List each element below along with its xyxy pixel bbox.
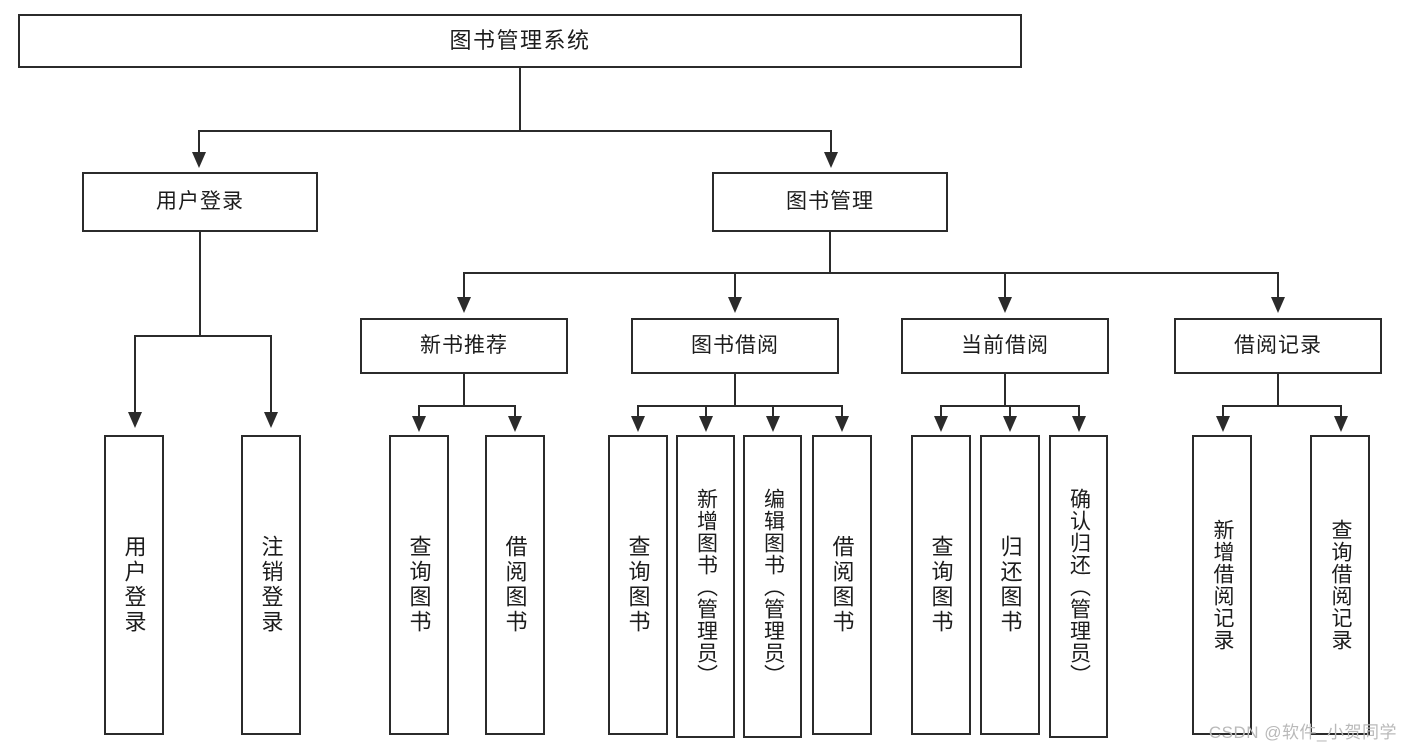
connector-current-borrow-leaf-1 (940, 405, 942, 419)
connector-book-borrow-split-bar (637, 405, 842, 407)
connector-book-borrow-leaf-2 (705, 405, 707, 419)
node-label: 用户登录 (121, 535, 147, 635)
connector-book-management-split-bar (463, 272, 1279, 274)
arrowhead-root-to-book-management (824, 152, 838, 168)
connector-borrow-record-stem (1277, 374, 1279, 406)
connector-new-book-leaf-1 (418, 405, 420, 419)
node-borrow-record[interactable]: 借阅记录 (1174, 318, 1382, 374)
node-label: 用户登录 (156, 189, 244, 213)
arrowhead-new-book-leaf-1 (412, 416, 426, 432)
connector-user-login-to-leaf-2 (270, 335, 272, 415)
connector-book-borrow-leaf-1 (637, 405, 639, 419)
leaf-current-borrow-return-book[interactable]: 归还图书 (980, 435, 1040, 735)
node-label: 新书推荐 (420, 333, 508, 357)
leaf-book-borrow-add-book-admin[interactable]: 新增图书（管理员） (676, 435, 735, 738)
connector-book-management-stem (829, 232, 831, 273)
node-label: 查询借阅记录 (1329, 519, 1353, 651)
connector-book-borrow-leaf-4 (841, 405, 843, 419)
node-label: 借阅图书 (829, 535, 855, 635)
node-label: 借阅图书 (502, 535, 528, 635)
node-user-login[interactable]: 用户登录 (82, 172, 318, 232)
arrowhead-bm-new-book (457, 297, 471, 313)
connector-bm-to-new-book (463, 272, 465, 300)
leaf-book-borrow-edit-book-admin[interactable]: 编辑图书（管理员） (743, 435, 802, 738)
connector-bm-to-current-borrow (1004, 272, 1006, 300)
arrowhead-current-borrow-leaf-2 (1003, 416, 1017, 432)
node-current-borrow[interactable]: 当前借阅 (901, 318, 1109, 374)
node-new-book-recommend[interactable]: 新书推荐 (360, 318, 568, 374)
node-label: 借阅记录 (1234, 333, 1322, 357)
arrowhead-borrow-record-leaf-1 (1216, 416, 1230, 432)
arrowhead-root-to-user-login (192, 152, 206, 168)
connector-root-to-book-management (830, 130, 832, 156)
leaf-current-borrow-query-book[interactable]: 查询图书 (911, 435, 971, 735)
node-label: 新增图书（管理员） (694, 487, 718, 686)
arrowhead-user-login-leaf-2 (264, 412, 278, 428)
connector-new-book-leaf-2 (514, 405, 516, 419)
node-label: 当前借阅 (961, 333, 1049, 357)
connector-current-borrow-leaf-2 (1009, 405, 1011, 419)
node-label: 编辑图书（管理员） (761, 487, 785, 686)
leaf-borrow-record-add-record[interactable]: 新增借阅记录 (1192, 435, 1252, 735)
arrowhead-book-borrow-leaf-1 (631, 416, 645, 432)
connector-root-stem (519, 68, 521, 131)
connector-current-borrow-stem (1004, 374, 1006, 406)
leaf-new-book-borrow-book[interactable]: 借阅图书 (485, 435, 545, 735)
connector-borrow-record-leaf-1 (1222, 405, 1224, 419)
leaf-book-borrow-query-book[interactable]: 查询图书 (608, 435, 668, 735)
connector-borrow-record-split-bar (1222, 405, 1342, 407)
arrowhead-new-book-leaf-2 (508, 416, 522, 432)
node-book-borrow[interactable]: 图书借阅 (631, 318, 839, 374)
arrowhead-bm-book-borrow (728, 297, 742, 313)
leaf-user-login-logout[interactable]: 注销登录 (241, 435, 301, 735)
node-label: 查询图书 (625, 535, 651, 635)
connector-new-book-stem (463, 374, 465, 406)
arrowhead-book-borrow-leaf-2 (699, 416, 713, 432)
arrowhead-current-borrow-leaf-1 (934, 416, 948, 432)
connector-bm-to-book-borrow (734, 272, 736, 300)
leaf-current-borrow-confirm-return-admin[interactable]: 确认归还（管理员） (1049, 435, 1108, 738)
leaf-new-book-query-book[interactable]: 查询图书 (389, 435, 449, 735)
connector-new-book-split-bar (418, 405, 516, 407)
connector-user-login-stem (199, 232, 201, 336)
arrowhead-user-login-leaf-1 (128, 412, 142, 428)
node-book-management[interactable]: 图书管理 (712, 172, 948, 232)
arrowhead-current-borrow-leaf-3 (1072, 416, 1086, 432)
node-label: 查询图书 (406, 535, 432, 635)
connector-user-login-to-leaf-1 (134, 335, 136, 415)
leaf-borrow-record-query-record[interactable]: 查询借阅记录 (1310, 435, 1370, 735)
node-label: 图书管理系统 (449, 28, 591, 54)
arrowhead-borrow-record-leaf-2 (1334, 416, 1348, 432)
node-root-book-management-system[interactable]: 图书管理系统 (18, 14, 1022, 68)
connector-borrow-record-leaf-2 (1340, 405, 1342, 419)
node-label: 归还图书 (997, 535, 1023, 635)
connector-root-to-user-login (198, 130, 200, 156)
connector-current-borrow-leaf-3 (1078, 405, 1080, 419)
node-label: 确认归还（管理员） (1067, 487, 1091, 686)
node-label: 查询图书 (928, 535, 954, 635)
node-label: 注销登录 (258, 535, 284, 635)
connector-bm-to-borrow-record (1277, 272, 1279, 300)
node-label: 图书管理 (786, 189, 874, 213)
arrowhead-bm-borrow-record (1271, 297, 1285, 313)
node-label: 图书借阅 (691, 333, 779, 357)
connector-book-borrow-stem (734, 374, 736, 406)
node-label: 新增借阅记录 (1211, 519, 1235, 651)
leaf-book-borrow-borrow-book[interactable]: 借阅图书 (812, 435, 872, 735)
connector-root-split-bar (198, 130, 832, 132)
arrowhead-book-borrow-leaf-3 (766, 416, 780, 432)
leaf-user-login-login[interactable]: 用户登录 (104, 435, 164, 735)
arrowhead-book-borrow-leaf-4 (835, 416, 849, 432)
arrowhead-bm-current-borrow (998, 297, 1012, 313)
connector-user-login-split-bar (134, 335, 272, 337)
csdn-watermark: CSDN @软件_小贺同学 (1208, 723, 1397, 742)
connector-book-borrow-leaf-3 (772, 405, 774, 419)
